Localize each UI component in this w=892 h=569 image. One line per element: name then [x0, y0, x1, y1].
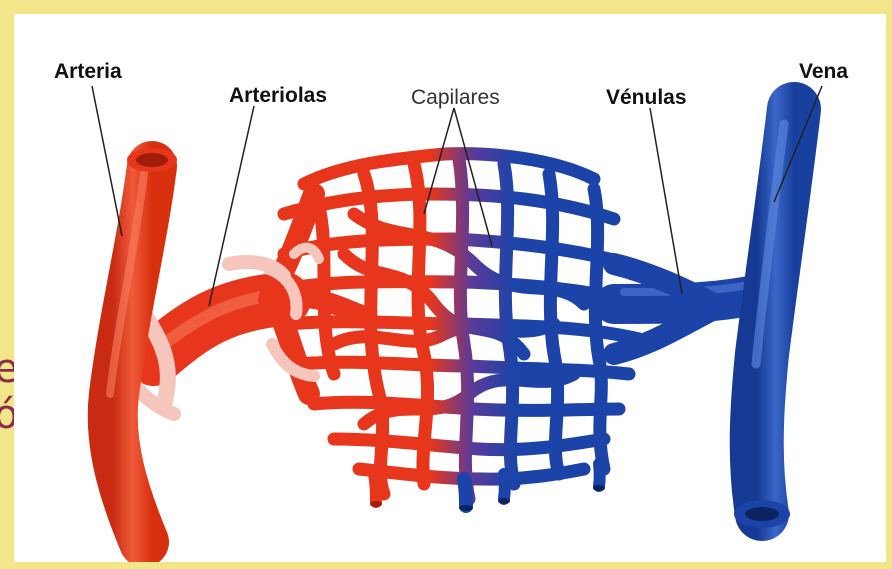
label-capilares: Capilares	[411, 86, 500, 110]
label-venulas: Vénulas	[606, 86, 687, 110]
vein-vessel	[734, 109, 794, 528]
capillary-network-illustration: Arteria Arteriolas Capilares Vénulas Ven…	[14, 14, 886, 562]
arteria-leader-line	[92, 86, 122, 236]
label-arteriolas: Arteriolas	[229, 84, 327, 108]
label-arteria: Arteria	[54, 60, 122, 84]
capillary-network	[284, 154, 644, 499]
arteriolas-leader-line	[209, 106, 254, 306]
label-vena: Vena	[799, 60, 848, 84]
